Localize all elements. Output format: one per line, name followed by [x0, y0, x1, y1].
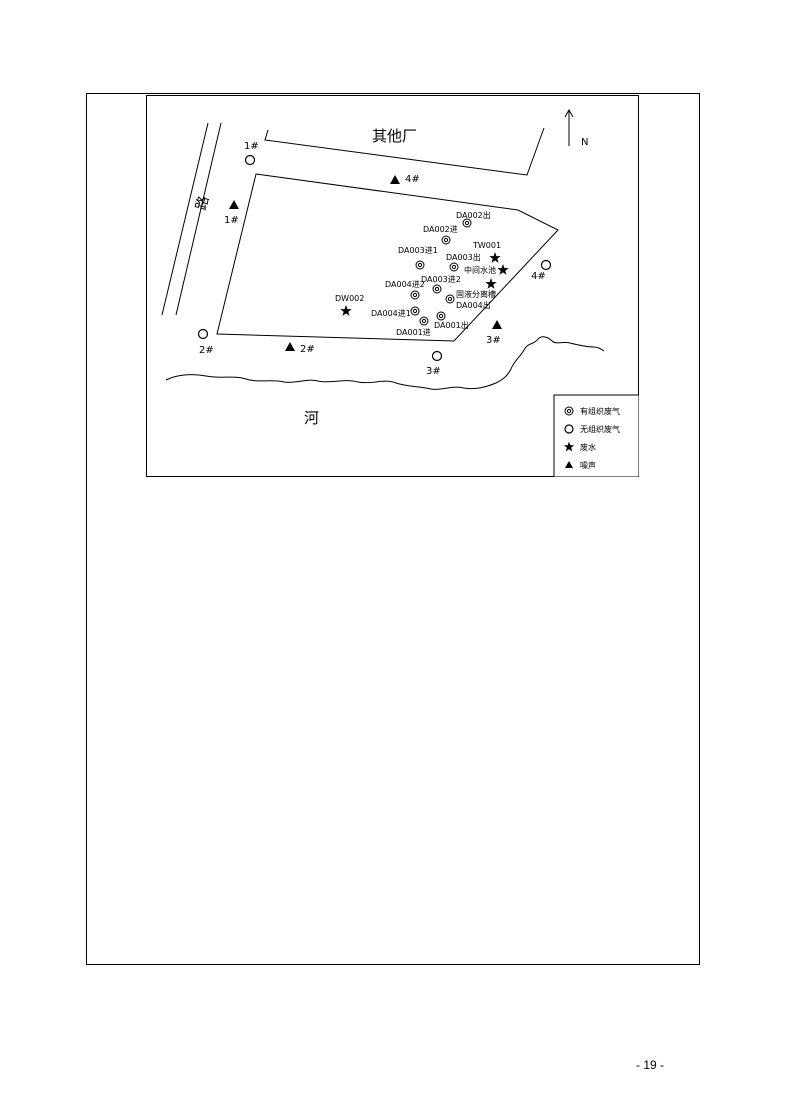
legend-label-noise: 噪声 [580, 460, 596, 470]
monitoring-site-map: 其他厂 路 N 河 [146, 95, 639, 477]
legend-star-icon [563, 441, 575, 452]
noise-points [229, 175, 502, 351]
page-number: - 19 - [636, 1058, 665, 1072]
point-da002-in [441, 235, 451, 245]
north-arrow-icon [564, 108, 574, 118]
point-noise-2 [285, 342, 295, 351]
label-solid-liquid-tank: 固液分离槽 [456, 289, 496, 299]
road-edge-right [175, 122, 222, 316]
point-da002-out [462, 218, 472, 228]
road-edge-left [161, 122, 209, 316]
organized-gas-points [410, 218, 472, 326]
label-da001-out: DA001出 [434, 320, 469, 330]
point-da003-in1 [415, 260, 425, 270]
label-da002-in: DA002进 [423, 225, 458, 234]
label-tw001: TW001 [472, 241, 501, 250]
legend-triangle-icon [565, 461, 573, 468]
other-factory-outline [264, 127, 545, 176]
label-da003-in2: DA003进2 [421, 275, 461, 284]
label-noise-1: 1# [224, 215, 239, 226]
legend-label-unorganized-gas: 无组织废气 [580, 424, 620, 434]
label-da003-out: DA003出 [446, 252, 481, 262]
legend-label-wastewater: 废水 [580, 442, 596, 452]
point-gas-4 [540, 259, 552, 271]
point-da001-out [436, 311, 446, 321]
label-da004-in1: DA004进1 [371, 309, 411, 318]
point-dw002 [340, 305, 352, 316]
label-da003-in1: DA003进1 [398, 246, 438, 255]
point-solid-liquid-tank [445, 294, 455, 304]
label-da004-in2: DA004进2 [385, 280, 425, 289]
label-gas-3: 3# [426, 366, 441, 377]
point-middle-pool [497, 264, 509, 275]
road-label: 路 [193, 194, 212, 212]
label-da002-out: DA002出 [456, 210, 491, 220]
label-noise-2: 2# [300, 344, 315, 355]
point-gas-2 [197, 328, 209, 340]
label-da001-in: DA001进 [396, 328, 431, 337]
point-da001-in [419, 316, 429, 326]
point-gas-1 [244, 154, 256, 166]
north-label: N [581, 137, 588, 148]
legend-circle-icon [564, 424, 574, 434]
point-noise-4 [390, 175, 400, 184]
legend-double-circle-icon [564, 406, 574, 416]
label-dw002: DW002 [335, 294, 364, 303]
legend: 有组织废气 无组织废气 废水 噪声 [553, 394, 639, 477]
label-gas-2: 2# [199, 345, 214, 356]
label-noise-4: 4# [405, 174, 420, 185]
label-noise-3: 3# [486, 335, 501, 346]
unorganized-gas-points [197, 154, 552, 362]
point-da004-in1 [410, 306, 420, 316]
point-da003-out [449, 262, 459, 272]
point-noise-1 [229, 200, 239, 209]
label-gas-1: 1# [244, 141, 259, 152]
river-label: 河 [304, 409, 319, 427]
other-factory-label: 其他厂 [372, 127, 417, 145]
point-da004-in2 [410, 290, 420, 300]
label-da004-out: DA004出 [456, 300, 491, 310]
label-gas-4: 4# [531, 271, 546, 282]
river-bank [165, 336, 605, 390]
point-gas-3 [431, 350, 443, 362]
factory-boundary [216, 173, 559, 342]
point-tw001 [489, 252, 501, 263]
wastewater-points [340, 252, 509, 316]
point-da003-in2 [432, 284, 442, 294]
legend-label-organized-gas: 有组织废气 [580, 406, 620, 416]
label-middle-pool: 中间水池 [464, 265, 496, 275]
point-noise-3 [492, 320, 502, 329]
point-middle-pool-2 [485, 278, 497, 289]
page-frame [86, 93, 700, 965]
